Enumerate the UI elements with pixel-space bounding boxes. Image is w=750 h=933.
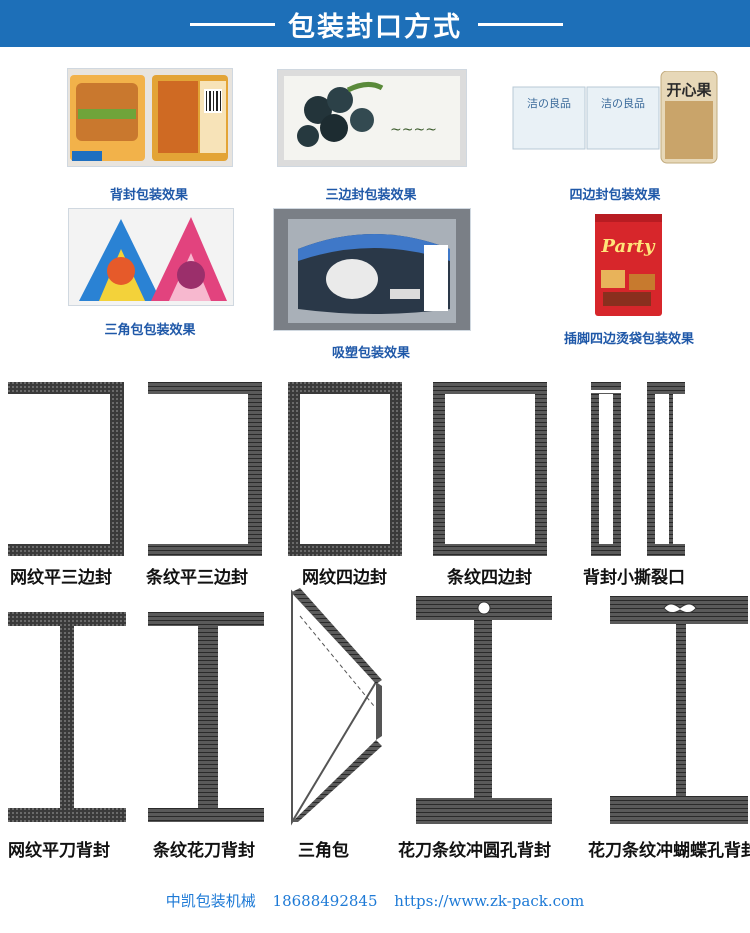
stripe-pattern-back-seal-diagram <box>148 612 266 828</box>
contact-footer: 中凯包装机械 18688492845 https://www.zk-pack.c… <box>0 890 750 911</box>
page-title: 包装封口方式 <box>288 12 462 43</box>
three-side-seal-photo: ~~~~ <box>277 69 467 167</box>
seal-type-label: 花刀条纹冲圆孔背封 <box>398 841 551 861</box>
seal-type-label: 条纹平三边封 <box>146 568 248 588</box>
back-seal-bag-photo <box>67 68 233 167</box>
stripe-three-side-seal-diagram <box>148 382 264 564</box>
seal-type-label: 网纹平三边封 <box>10 568 112 588</box>
snack-text: 开心果 <box>666 81 712 99</box>
mesh-three-side-seal-diagram <box>8 382 126 564</box>
seal-type-label: 三角包 <box>298 841 349 861</box>
wipe-brand-text: 洁の良品 <box>527 96 571 110</box>
stand-up-four-side-bag-photo: Party <box>592 211 665 319</box>
sample-caption: 三边封包装效果 <box>325 188 417 203</box>
seal-type-label: 网纹四边封 <box>302 568 387 588</box>
seal-type-label: 条纹花刀背封 <box>153 841 255 861</box>
sample-caption: 吸塑包装效果 <box>331 346 410 361</box>
svg-text:~~~~: ~~~~ <box>390 122 437 138</box>
wipe-brand-text: 洁の良品 <box>601 96 645 110</box>
phone-number: 18688492845 <box>272 892 378 910</box>
seal-type-label: 条纹四边封 <box>447 568 532 588</box>
triangle-bag-photo <box>68 208 234 306</box>
round-hole-back-seal-diagram <box>416 596 554 830</box>
company-name: 中凯包装机械 <box>165 892 256 910</box>
seal-type-label: 网纹平刀背封 <box>8 841 110 861</box>
header-line-right <box>478 23 563 26</box>
mesh-four-side-seal-diagram <box>288 382 404 564</box>
seal-type-label: 花刀条纹冲蝴蝶孔背封 <box>588 841 750 861</box>
party-text: Party <box>601 236 657 257</box>
website-link[interactable]: https://www.zk-pack.com <box>394 892 585 910</box>
butterfly-hole-back-seal-diagram <box>610 596 750 830</box>
triangle-bag-diagram <box>290 586 390 830</box>
sample-caption: 四边封包装效果 <box>569 188 661 203</box>
back-seal-tear-notch-diagram <box>591 382 691 564</box>
blister-pack-photo <box>273 208 471 331</box>
four-side-seal-photo: 洁の良品 洁の良品 开心果 <box>510 70 738 167</box>
seal-type-label: 背封小撕裂口 <box>583 568 685 588</box>
page-header: 包装封口方式 <box>0 0 750 47</box>
header-line-left <box>190 23 275 26</box>
stripe-four-side-seal-diagram <box>433 382 549 564</box>
mesh-flat-back-seal-diagram <box>8 612 128 828</box>
sample-caption: 背封包装效果 <box>109 188 188 203</box>
sample-caption: 三角包包装效果 <box>104 323 196 338</box>
sample-caption: 插脚四边烫袋包装效果 <box>563 332 694 347</box>
